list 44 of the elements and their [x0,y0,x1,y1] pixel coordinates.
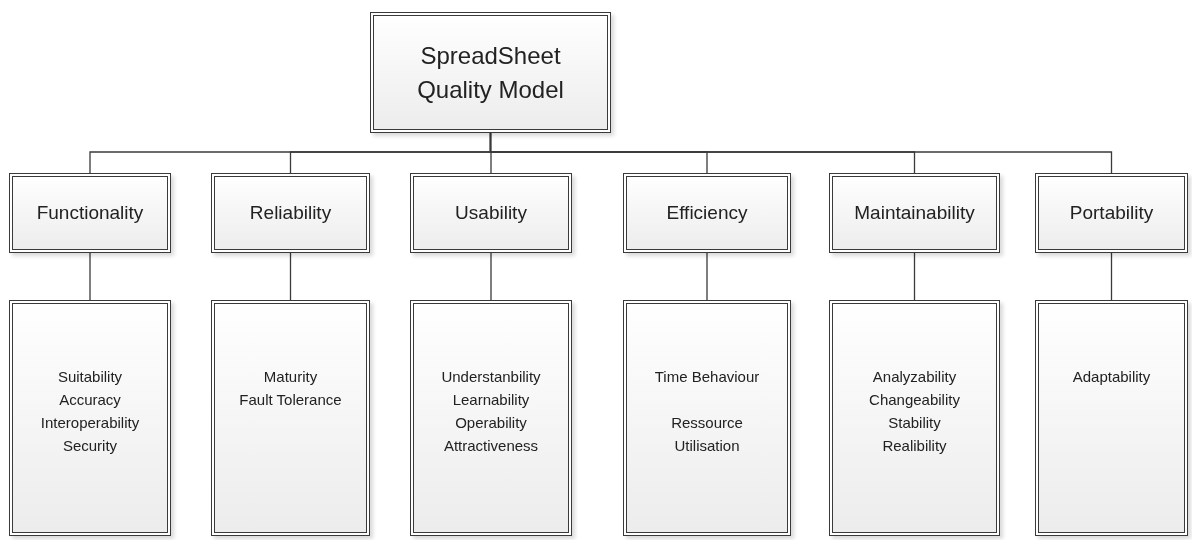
category-label: Efficiency [666,202,748,224]
item-label: Attractiveness [443,436,539,456]
item-label: Security [62,436,118,456]
connector-line [289,252,292,301]
subcharacteristic-box [1035,300,1188,536]
category-box [623,173,791,253]
root-box [370,12,611,133]
item-label: Maturity [263,367,318,387]
subcharacteristic-box [9,300,171,536]
item-label: Time Behaviour [653,367,761,387]
item-label: Analyzability [872,367,957,387]
category-box [410,173,572,253]
item-label: Realibility [882,436,947,456]
connector-line [490,252,492,301]
item-label: Operability [455,413,527,433]
item-label: Interoperability [40,413,140,433]
item-label: Stability [888,413,941,433]
category-label: Portability [1069,202,1154,224]
title-text: SpreadSheet Quality Model [416,40,565,105]
item-label: Accuracy [59,390,121,410]
connector-line [89,252,91,301]
item-label: Ressource Utilisation [670,413,744,456]
category-box [1035,173,1188,253]
item-label: Understanbility [441,367,541,387]
subcharacteristic-box [410,300,572,536]
category-box [9,173,171,253]
category-label: Reliability [249,202,332,224]
subcharacteristic-box [623,300,791,536]
item-label: Suitability [57,367,123,387]
subcharacteristic-box [829,300,1000,536]
connector-line [1110,252,1113,301]
connector-line [489,132,1113,174]
item-label: Adaptability [1072,367,1151,387]
item-label: Changeability [869,390,960,410]
connector-line [913,252,916,301]
item-label: Fault Tolerance [239,390,342,410]
category-label: Functionality [36,202,144,224]
item-label: Learnability [452,390,530,410]
category-box [829,173,1000,253]
category-label: Maintainability [854,202,975,224]
category-box [211,173,370,253]
category-label: Usability [455,202,527,224]
connector-line [706,252,708,301]
subcharacteristic-box [211,300,370,536]
